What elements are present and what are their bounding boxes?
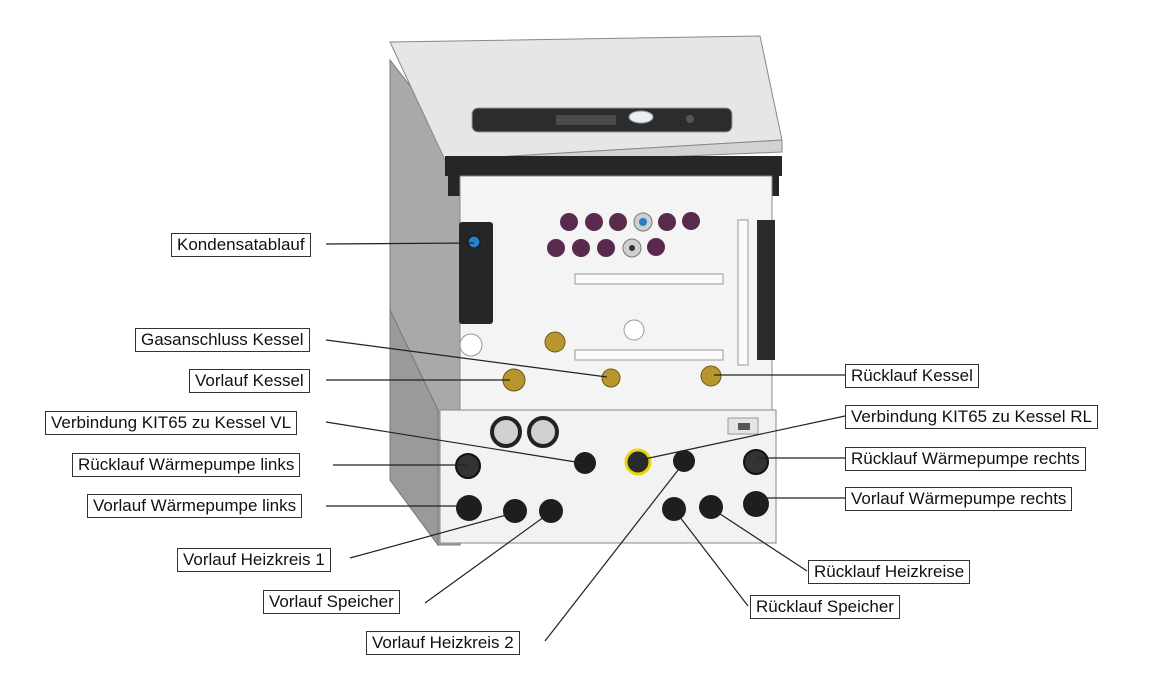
label-ruecklauf-heizkreise: Rücklauf Heizkreise [808,560,971,584]
return-fitting-boiler [700,365,722,387]
label-kondensatablauf: Kondensatablauf [171,233,311,257]
label-ruecklauf-speicher: Rücklauf Speicher [750,595,900,619]
label-vorlauf-wp-links: Vorlauf Wärmepumpe links [87,494,303,518]
label-verbindung-rl: Verbindung KIT65 zu Kessel RL [845,405,1098,429]
top-cover [389,35,783,161]
condensate-housing [459,222,493,324]
black-band [445,156,782,176]
terminal-connector [738,423,750,430]
condensate-outlet-icon [467,235,481,249]
label-vorlauf-speicher: Vorlauf Speicher [263,590,400,614]
cable-gland-2 [527,416,559,448]
panel-button-icon [686,115,694,123]
mounting-rail-lower [574,349,724,361]
label-verbindung-vl: Verbindung KIT65 zu Kessel VL [45,411,298,435]
leader-lines [325,242,846,642]
rail [737,219,749,366]
grommet-row-1 [560,212,700,232]
mounting-rail-upper [574,273,724,285]
blank-port [623,319,645,341]
black-fittings [455,448,769,523]
label-vorlauf-heizkreis-2: Vorlauf Heizkreis 2 [366,631,520,655]
housing-lower-side [389,309,439,547]
blank-port-left [459,333,483,357]
label-vorlauf-wp-rechts: Vorlauf Wärmepumpe rechts [845,487,1073,511]
label-ruecklauf-wp-rechts: Rücklauf Wärmepumpe rechts [845,447,1086,471]
display-screen [556,115,616,125]
label-gasanschluss-kessel: Gasanschluss Kessel [135,328,310,352]
cable-gland-1 [490,416,522,448]
control-knob-icon [628,110,654,124]
side-strip [757,220,775,360]
label-vorlauf-kessel: Vorlauf Kessel [189,369,310,393]
grommet-row-2 [547,238,665,258]
gas-fitting [544,331,566,353]
label-ruecklauf-wp-links: Rücklauf Wärmepumpe links [72,453,301,477]
label-vorlauf-heizkreis-1: Vorlauf Heizkreis 1 [177,548,331,572]
label-ruecklauf-kessel: Rücklauf Kessel [845,364,979,388]
gas-connection-boiler [601,368,621,388]
